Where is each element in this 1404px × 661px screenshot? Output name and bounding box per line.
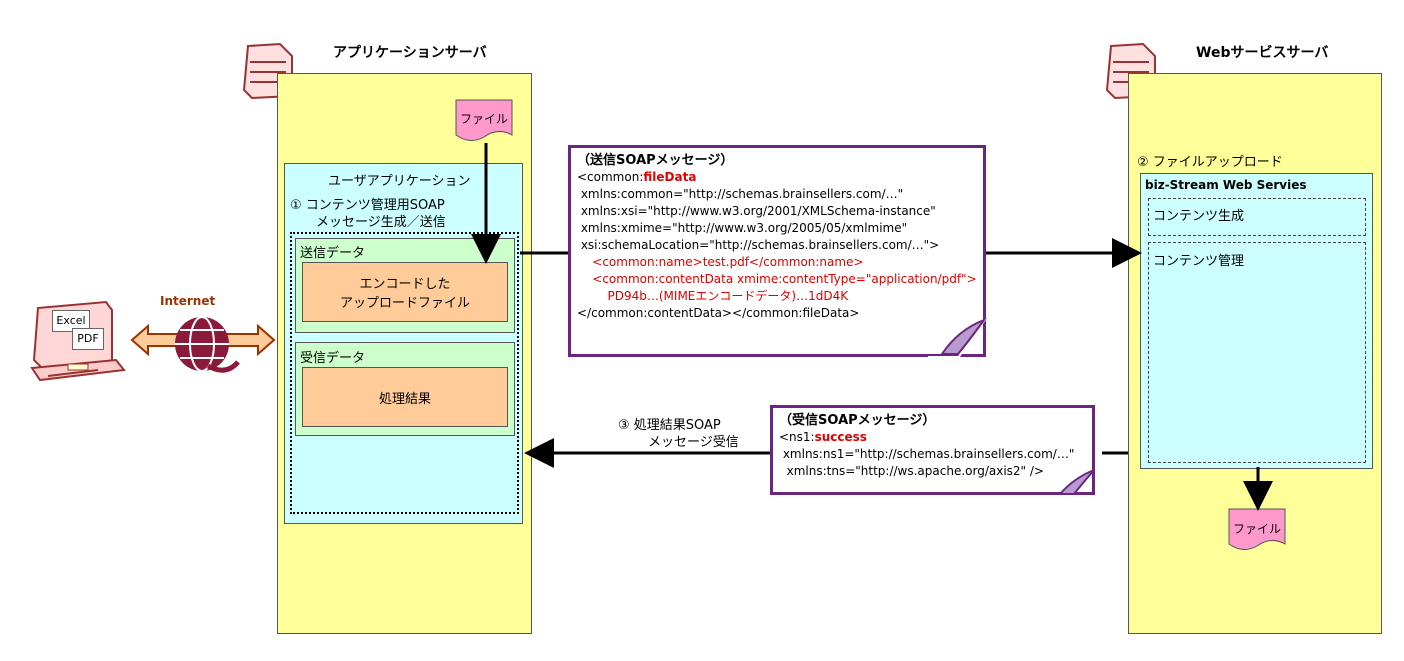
user-app-title: ユーザアプリケーション xyxy=(328,174,471,189)
recv-message-curl xyxy=(1057,469,1095,495)
app-file-label: ファイル xyxy=(459,112,508,126)
web-file-label: ファイル xyxy=(1232,522,1281,536)
content-manage-label: コンテンツ管理 xyxy=(1153,254,1245,269)
send-soap-message: （送信SOAPメッセージ） <common:fileData xmlns:com… xyxy=(568,145,986,357)
pdf-doc: PDF xyxy=(72,328,104,350)
result-box: 処理結果 xyxy=(302,367,508,427)
step1-label-2: メッセージ生成／送信 xyxy=(316,215,446,230)
soap-message-frame xyxy=(290,232,519,514)
recv-line-1: <ns1:success xyxy=(779,430,867,444)
recv-soap-message: （受信SOAPメッセージ） <ns1:success xmlns:ns1="ht… xyxy=(770,405,1095,495)
step2-label: ② ファイルアップロード xyxy=(1137,155,1283,170)
content-create-label: コンテンツ生成 xyxy=(1153,209,1245,224)
globe-icon xyxy=(175,316,240,373)
send-line-3: xmlns:xsi="http://www.w3.org/2001/XMLSch… xyxy=(577,204,936,218)
send-data-title: 送信データ xyxy=(300,246,366,261)
step3-label-2: メッセージ受信 xyxy=(648,435,739,450)
internet-label: Internet xyxy=(160,294,216,308)
encoded-file-line1: エンコードした xyxy=(359,277,451,292)
excel-doc: Excel xyxy=(52,310,90,332)
content-manage-box xyxy=(1148,242,1366,463)
send-message-header: （送信SOAPメッセージ） xyxy=(577,153,734,168)
content-create-box xyxy=(1148,198,1366,236)
step3-label: ③ 処理結果SOAP xyxy=(618,418,721,433)
send-line-6: <common:name>test.pdf</common:name> xyxy=(577,255,864,269)
encoded-file-box: エンコードした アップロードファイル xyxy=(302,262,508,322)
app-server-title: アプリケーションサーバ xyxy=(333,45,487,61)
send-line-2: xmlns:common="http://schemas.brainseller… xyxy=(577,187,904,201)
biz-stream-title: biz-Stream Web Servies xyxy=(1145,178,1307,192)
send-line-7: <common:contentData xmime:contentType="a… xyxy=(577,272,977,286)
web-server-title: Webサービスサーバ xyxy=(1196,45,1329,61)
step1-label: ① コンテンツ管理用SOAP xyxy=(290,198,445,213)
send-line-5: xsi:schemaLocation="http://schemas.brain… xyxy=(577,238,940,252)
send-line-4: xmlns:xmime="http://www.w3.org/2005/05/x… xyxy=(577,221,908,235)
recv-line-2: xmlns:ns1="http://schemas.brainsellers.c… xyxy=(779,447,1075,461)
recv-line-3: xmlns:tns="http://ws.apache.org/axis2" /… xyxy=(779,464,1044,478)
recv-data-title: 受信データ xyxy=(300,351,366,366)
result-label: 処理結果 xyxy=(378,391,431,407)
recv-message-header: （受信SOAPメッセージ） xyxy=(779,413,936,428)
send-message-curl xyxy=(928,318,987,360)
send-line-8: PD94b…(MIMEエンコードデータ)…1dD4K xyxy=(577,289,849,303)
app-file-doc-shape xyxy=(455,99,513,141)
send-line-9: </common:contentData></common:fileData> xyxy=(577,306,860,320)
biz-stream-panel xyxy=(1140,173,1373,469)
send-line-1: <common:fileData xyxy=(577,170,697,184)
web-file-doc-shape xyxy=(1228,508,1286,550)
encoded-file-line2: アップロードファイル xyxy=(339,296,470,311)
